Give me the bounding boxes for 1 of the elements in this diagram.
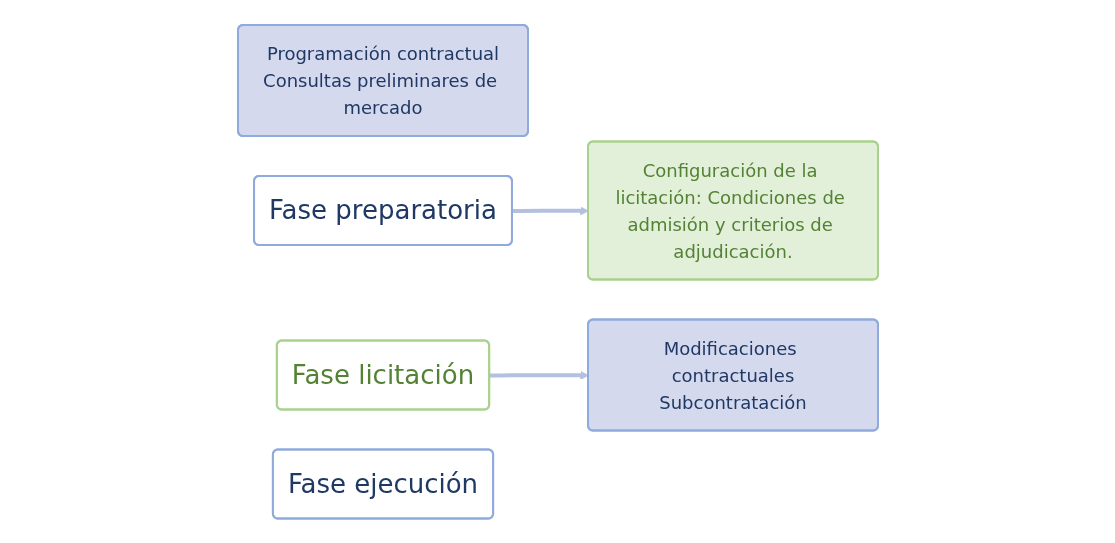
node-text: Fase preparatoria (268, 194, 497, 225)
